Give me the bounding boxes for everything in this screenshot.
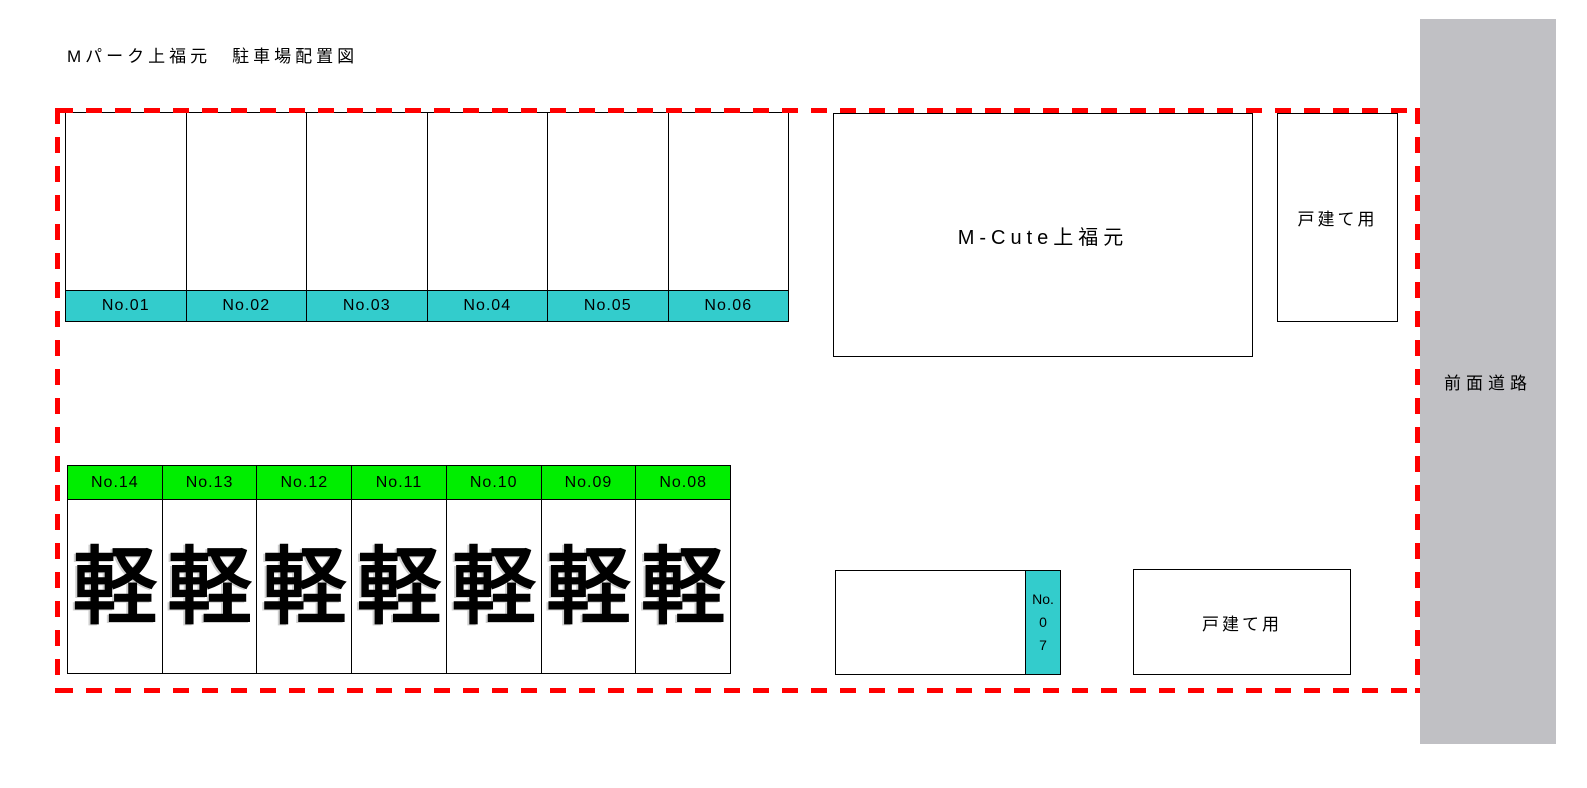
kei-mark: 軽 [72, 539, 157, 634]
space-07-number-label: No. 0 7 [1025, 571, 1060, 674]
parking-stall [186, 113, 306, 291]
space-07-line-no: No. [1032, 591, 1054, 607]
site-boundary-right [1415, 108, 1420, 693]
parking-space-03: No.03 [307, 112, 428, 322]
parking-stall [427, 113, 547, 291]
space-07-line-7: 7 [1039, 637, 1047, 653]
parking-space-04: No.04 [427, 112, 548, 322]
detached-house-label: 戸建て用 [1297, 210, 1378, 229]
parking-space-06: No.06 [668, 112, 789, 322]
kei-mark: 軽 [641, 539, 726, 634]
front-road-strip: 前面道路 [1420, 19, 1556, 744]
parking-space-02: No.02 [186, 112, 307, 322]
space-07-line-0: 0 [1039, 614, 1047, 630]
space-number-label: No.12 [257, 466, 352, 500]
space-number-label: No.10 [446, 466, 541, 500]
space-number-label: No.09 [541, 466, 636, 500]
parking-space-11: No.11 軽 [352, 465, 447, 674]
site-boundary-top [57, 108, 1420, 113]
parking-space-14: No.14 軽 [67, 465, 163, 674]
kei-mark: 軽 [262, 539, 347, 634]
detached-house-label: 戸建て用 [1202, 614, 1282, 634]
space-number-label: No.02 [186, 291, 306, 321]
parking-stall [668, 113, 788, 291]
parking-space-10: No.10 軽 [446, 465, 542, 674]
parking-space-07-unit: No. 0 7 [835, 570, 1061, 675]
parking-stall [307, 113, 427, 291]
parking-space-13: No.13 軽 [162, 465, 258, 674]
parking-row-kei: No.14 軽 No.13 軽 No.12 軽 No.11 軽 No.10 軽 … [67, 465, 732, 674]
site-boundary-bottom [57, 688, 1420, 693]
space-number-label: No.05 [548, 291, 668, 321]
kei-mark: 軽 [451, 539, 536, 634]
parking-row-top: No.01 No.02 No.03 No.04 No.05 No.06 [65, 112, 789, 322]
parking-stall [548, 113, 668, 291]
space-number-label: No.01 [66, 291, 186, 321]
page-title: Mパーク上福元 駐車場配置図 [67, 47, 359, 66]
parking-stall [66, 113, 186, 291]
kei-mark: 軽 [357, 539, 442, 634]
parking-space-05: No.05 [548, 112, 669, 322]
space-number-label: No.08 [636, 466, 731, 500]
site-boundary-left [55, 108, 60, 693]
space-number-label: No.14 [68, 466, 162, 500]
parking-stall [836, 571, 1025, 674]
parking-space-12: No.12 軽 [257, 465, 353, 674]
kei-mark: 軽 [167, 539, 252, 634]
detached-house-space-bottom: 戸建て用 [1133, 569, 1351, 675]
space-number-label: No.03 [307, 291, 427, 321]
parking-space-01: No.01 [65, 112, 187, 322]
building-mcute: M-Cute上福元 [833, 113, 1253, 357]
parking-space-08: No.08 軽 [636, 465, 732, 674]
kei-mark: 軽 [546, 539, 631, 634]
space-number-label: No.11 [352, 466, 446, 500]
space-number-label: No.04 [427, 291, 547, 321]
parking-space-09: No.09 軽 [541, 465, 637, 674]
detached-house-space-top: 戸建て用 [1277, 113, 1398, 322]
road-label: 前面道路 [1444, 374, 1532, 393]
space-number-label: No.13 [162, 466, 257, 500]
space-number-label: No.06 [668, 291, 788, 321]
building-label: M-Cute上福元 [957, 226, 1129, 249]
